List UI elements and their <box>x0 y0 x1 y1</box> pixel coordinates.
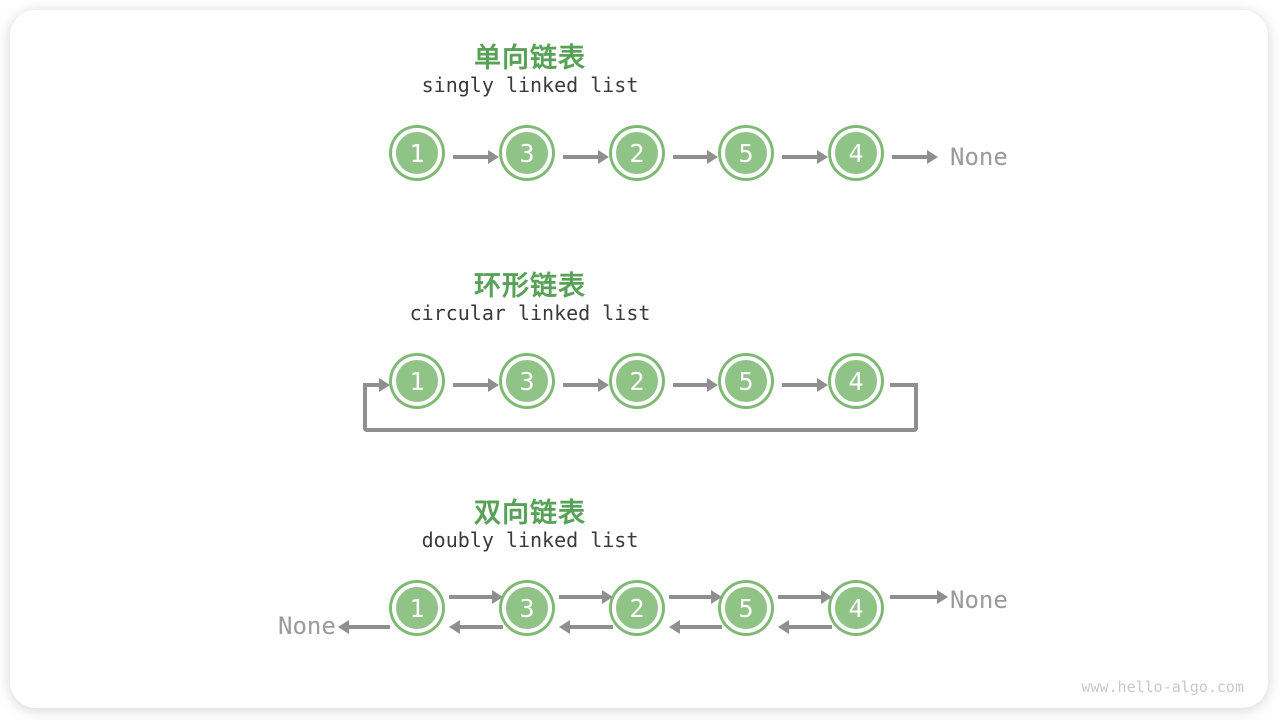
arrow-right-icon <box>673 378 718 392</box>
arrow-left-icon <box>559 620 613 634</box>
arrow-right-icon <box>453 378 499 392</box>
arrow-left-icon <box>778 620 832 634</box>
node-value: 5 <box>738 593 754 623</box>
arrow-right-icon <box>563 378 609 392</box>
arrow-right-icon <box>453 150 499 164</box>
arrow-right-icon <box>782 378 828 392</box>
arrow-right-icon <box>559 590 613 604</box>
section-subtitle-singly: singly linked list <box>421 73 639 97</box>
node-value: 5 <box>738 366 754 396</box>
arrow-left-icon <box>338 620 390 634</box>
node-value: 4 <box>848 593 864 623</box>
loop-tail-segment <box>890 383 915 387</box>
section-title-circular: 环形链表 <box>474 271 586 301</box>
linked-list-node: 3 <box>502 583 552 633</box>
linked-list-node: 5 <box>721 356 771 406</box>
arrow-right-icon <box>782 150 828 164</box>
node-value: 1 <box>409 366 425 396</box>
node-value: 5 <box>738 138 754 168</box>
arrow-right-icon <box>669 590 722 604</box>
arrow-right-icon <box>449 590 503 604</box>
none-label: None <box>950 586 1008 614</box>
linked-list-node: 1 <box>392 128 442 178</box>
node-value: 3 <box>519 593 535 623</box>
section-subtitle-doubly: doubly linked list <box>421 528 639 552</box>
loop-head-arrow-icon <box>367 378 390 392</box>
linked-list-node: 3 <box>502 128 552 178</box>
linked-list-node: 3 <box>502 356 552 406</box>
linked-list-node: 4 <box>831 356 881 406</box>
linked-list-node: 5 <box>721 583 771 633</box>
linked-list-node: 4 <box>831 128 881 178</box>
node-value: 1 <box>409 593 425 623</box>
linked-list-node: 4 <box>831 583 881 633</box>
arrow-right-icon <box>778 590 832 604</box>
section-title-doubly: 双向链表 <box>474 498 586 528</box>
arrow-left-icon <box>669 620 722 634</box>
none-label: None <box>278 612 336 640</box>
watermark: www.hello-algo.com <box>1081 678 1244 696</box>
linked-list-node: 2 <box>612 128 662 178</box>
loop-back-connector <box>363 383 918 432</box>
section-title-singly: 单向链表 <box>474 43 586 73</box>
arrow-right-icon <box>890 590 948 604</box>
arrow-right-icon <box>563 150 609 164</box>
arrow-right-icon <box>673 150 718 164</box>
node-value: 2 <box>629 366 645 396</box>
linked-list-node: 1 <box>392 583 442 633</box>
node-value: 2 <box>629 593 645 623</box>
node-value: 4 <box>848 138 864 168</box>
node-value: 3 <box>519 138 535 168</box>
arrow-right-icon <box>892 150 938 164</box>
node-value: 1 <box>409 138 425 168</box>
none-label: None <box>950 143 1008 171</box>
linked-list-node: 2 <box>612 356 662 406</box>
linked-list-node: 5 <box>721 128 771 178</box>
node-value: 4 <box>848 366 864 396</box>
section-subtitle-circular: circular linked list <box>409 301 651 325</box>
node-value: 3 <box>519 366 535 396</box>
linked-list-node: 1 <box>392 356 442 406</box>
linked-list-node: 2 <box>612 583 662 633</box>
arrow-left-icon <box>449 620 503 634</box>
node-value: 2 <box>629 138 645 168</box>
